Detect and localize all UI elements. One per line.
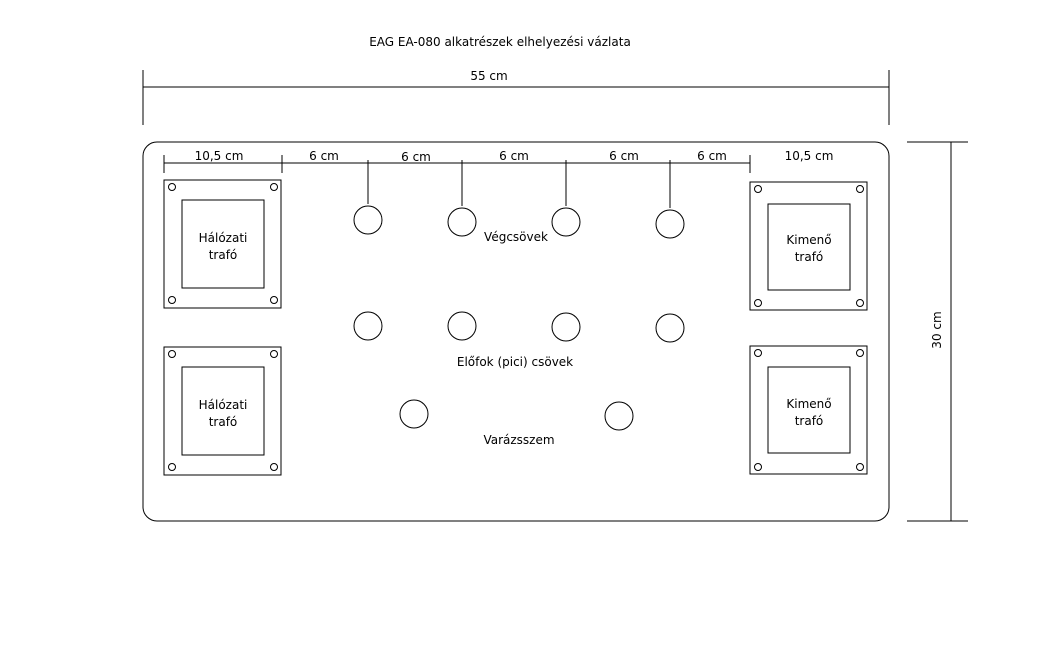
magic-eye-socket xyxy=(399,399,429,429)
preamp-tube-socket xyxy=(655,313,685,343)
sketch-title: EAG EA-080 alkatrészek elhelyezési vázla… xyxy=(369,35,631,49)
chassis-outline xyxy=(142,141,890,522)
mounting-hole xyxy=(168,296,176,304)
preamp-tube-socket xyxy=(447,311,477,341)
mains-transformer-bottom: Hálózati trafó xyxy=(163,346,282,476)
mounting-hole xyxy=(754,463,762,471)
power-tube-socket xyxy=(655,209,685,239)
mains-transformer-top: Hálózati trafó xyxy=(163,179,282,309)
mounting-hole xyxy=(856,299,864,307)
power-tube-socket xyxy=(447,207,477,237)
power-tube-socket xyxy=(353,205,383,235)
power-tubes-label: Végcsövek xyxy=(484,230,548,244)
mounting-hole xyxy=(754,185,762,193)
magic-eye-socket xyxy=(604,401,634,431)
preamp-tubes-label: Előfok (pici) csövek xyxy=(457,355,573,369)
total-height-dimension: 30 cm xyxy=(907,141,968,522)
output-transformer-label-line1: Kimenő xyxy=(786,397,831,411)
total-height-label: 30 cm xyxy=(930,311,944,348)
mains-transformer-frame xyxy=(163,179,282,309)
mounting-hole xyxy=(754,299,762,307)
preamp-tubes-group: Előfok (pici) csövek xyxy=(353,311,685,369)
mains-transformer-label-line2: trafó xyxy=(209,248,238,262)
output-transformer-label-line1: Kimenő xyxy=(786,233,831,247)
total-width-dimension: 55 cm xyxy=(142,69,890,125)
segment-label-2: 6 cm xyxy=(309,149,339,163)
output-transformer-label-line2: trafó xyxy=(795,250,824,264)
mounting-hole xyxy=(856,463,864,471)
mounting-hole xyxy=(856,185,864,193)
output-transformer-frame xyxy=(749,345,868,475)
output-transformer-core xyxy=(767,366,851,454)
mounting-hole xyxy=(270,463,278,471)
preamp-tube-socket xyxy=(551,312,581,342)
output-transformer-bottom: Kimenő trafó xyxy=(749,345,868,475)
mounting-hole xyxy=(168,350,176,358)
mains-transformer-core xyxy=(181,199,265,289)
mains-transformer-frame xyxy=(163,346,282,476)
total-width-label: 55 cm xyxy=(470,69,507,83)
mounting-hole xyxy=(754,349,762,357)
mounting-hole xyxy=(856,349,864,357)
output-transformer-frame xyxy=(749,181,868,311)
mains-transformer-core xyxy=(181,366,265,456)
segment-label-5: 6 cm xyxy=(609,149,639,163)
mains-transformer-label-line2: trafó xyxy=(209,415,238,429)
mounting-hole xyxy=(270,296,278,304)
mains-transformer-label-line1: Hálózati xyxy=(199,231,248,245)
power-tubes-group: Végcsövek xyxy=(353,205,685,244)
magic-eye-group: Varázsszem xyxy=(399,399,634,447)
preamp-tube-socket xyxy=(353,311,383,341)
mounting-hole xyxy=(168,463,176,471)
segment-label-4: 6 cm xyxy=(499,149,529,163)
segment-label-1: 10,5 cm xyxy=(195,149,244,163)
magic-eye-label: Varázsszem xyxy=(483,433,554,447)
output-transformer-label-line2: trafó xyxy=(795,414,824,428)
segment-label-6: 6 cm xyxy=(697,149,727,163)
mounting-hole xyxy=(270,183,278,191)
segment-label-3: 6 cm xyxy=(401,150,431,164)
mounting-hole xyxy=(168,183,176,191)
mounting-hole xyxy=(270,350,278,358)
mains-transformer-label-line1: Hálózati xyxy=(199,398,248,412)
output-transformer-top: Kimenő trafó xyxy=(749,181,868,311)
output-transformer-core xyxy=(767,203,851,291)
segment-label-7: 10,5 cm xyxy=(785,149,834,163)
spacing-dimensions: 10,5 cm 6 cm 6 cm 6 cm 6 cm 6 cm 10,5 cm xyxy=(163,149,834,208)
power-tube-socket xyxy=(551,207,581,237)
